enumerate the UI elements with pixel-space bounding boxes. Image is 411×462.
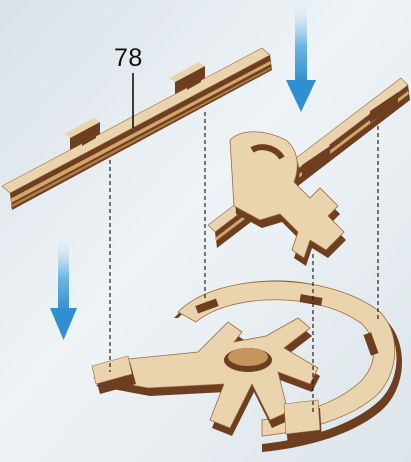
part-number-label: 78 — [114, 44, 143, 73]
